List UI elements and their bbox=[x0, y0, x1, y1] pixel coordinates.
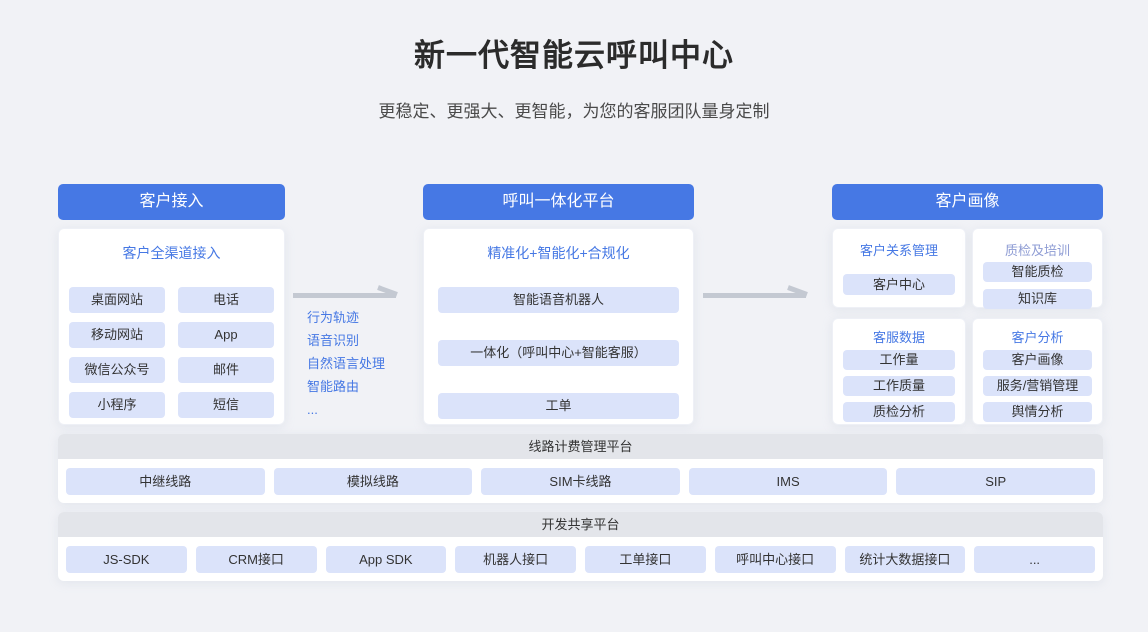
line-types: 中继线路 模拟线路 SIM卡线路 IMS SIP bbox=[58, 459, 1103, 495]
dev-interface-item: 工单接口 bbox=[585, 546, 706, 573]
service-data-item: 质检分析 bbox=[843, 402, 955, 422]
page-title: 新一代智能云呼叫中心 bbox=[414, 38, 734, 73]
dev-interface-item: ... bbox=[974, 546, 1095, 573]
column-header-customer-access: 客户接入 bbox=[58, 184, 285, 220]
qa-training-card: 质检及培训 智能质检 知识库 bbox=[972, 228, 1103, 309]
channel-item: 桌面网站 bbox=[69, 287, 165, 313]
line-billing-platform-bar: 线路计费管理平台 中继线路 模拟线路 SIM卡线路 IMS SIP bbox=[58, 434, 1103, 503]
qa-item: 知识库 bbox=[983, 289, 1092, 309]
service-data-item: 工作量 bbox=[843, 350, 955, 370]
channel-item: 微信公众号 bbox=[69, 357, 165, 383]
channel-item: 电话 bbox=[178, 287, 274, 313]
channel-item: App bbox=[178, 322, 274, 348]
service-data-card-title: 客服数据 bbox=[872, 330, 925, 345]
dev-interface-item: CRM接口 bbox=[195, 546, 317, 573]
right-arrow-icon bbox=[703, 285, 808, 298]
line-type-item: 模拟线路 bbox=[273, 468, 473, 495]
customer-analysis-card-title: 客户分析 bbox=[1011, 330, 1064, 345]
line-type-item: SIM卡线路 bbox=[481, 468, 680, 495]
flow-label: 自然语言处理 bbox=[307, 356, 386, 371]
platform-item: 智能语音机器人 bbox=[438, 287, 679, 313]
flow-label: 行为轨迹 bbox=[307, 310, 360, 325]
call-platform-card: 精准化+智能化+合规化 智能语音机器人 一体化（呼叫中心+智能客服） 工单 bbox=[423, 228, 694, 425]
service-data-card: 客服数据 工作量 工作质量 质检分析 bbox=[832, 318, 966, 425]
dev-interface-item: App SDK bbox=[325, 546, 447, 573]
analysis-item: 舆情分析 bbox=[983, 402, 1092, 422]
column-header-customer-profile: 客户画像 bbox=[832, 184, 1103, 220]
column-header-call-platform: 呼叫一体化平台 bbox=[423, 184, 694, 220]
channel-item: 小程序 bbox=[69, 392, 165, 418]
dev-interfaces: JS-SDK CRM接口 App SDK 机器人接口 工单接口 呼叫中心接口 统… bbox=[58, 537, 1103, 573]
dev-interface-item: 机器人接口 bbox=[455, 546, 576, 573]
line-billing-platform-title: 线路计费管理平台 bbox=[58, 434, 1103, 459]
service-data-item: 工作质量 bbox=[843, 376, 955, 396]
customer-analysis-card: 客户分析 客户画像 服务/营销管理 舆情分析 bbox=[972, 318, 1103, 425]
crm-card: 客户关系管理 客户中心 bbox=[832, 228, 966, 308]
line-type-item: SIP bbox=[896, 468, 1095, 495]
platform-item: 一体化（呼叫中心+智能客服） bbox=[438, 340, 679, 366]
channel-item: 移动网站 bbox=[69, 322, 165, 348]
customer-access-channels: 桌面网站 电话 移动网站 App 微信公众号 邮件 小程序 短信 bbox=[59, 287, 284, 418]
analysis-item: 服务/营销管理 bbox=[983, 376, 1092, 396]
page-subtitle: 更稳定、更强大、更智能，为您的客服团队量身定制 bbox=[378, 102, 770, 121]
line-type-item: 中继线路 bbox=[66, 468, 265, 495]
qa-training-card-title: 质检及培训 bbox=[1004, 243, 1070, 258]
crm-item: 客户中心 bbox=[843, 274, 955, 295]
right-arrow-icon bbox=[293, 285, 398, 298]
dev-sharing-platform-bar: 开发共享平台 JS-SDK CRM接口 App SDK 机器人接口 工单接口 呼… bbox=[58, 512, 1103, 581]
qa-item: 智能质检 bbox=[983, 262, 1092, 282]
flow-access-to-platform: 行为轨迹 语音识别 自然语言处理 智能路由 ... bbox=[292, 285, 410, 421]
customer-access-card: 客户全渠道接入 桌面网站 电话 移动网站 App 微信公众号 邮件 小程序 短信 bbox=[58, 228, 285, 425]
analysis-item: 客户画像 bbox=[983, 350, 1092, 370]
crm-card-title: 客户关系管理 bbox=[859, 243, 938, 258]
channel-item: 邮件 bbox=[178, 357, 274, 383]
dev-interface-item: JS-SDK bbox=[66, 546, 187, 573]
flow-label: 语音识别 bbox=[307, 333, 360, 348]
flow-label: ... bbox=[307, 402, 318, 417]
customer-access-card-title: 客户全渠道接入 bbox=[122, 245, 221, 261]
dev-interface-item: 呼叫中心接口 bbox=[714, 546, 836, 573]
dev-sharing-platform-title: 开发共享平台 bbox=[58, 512, 1103, 537]
flow-platform-to-profile bbox=[702, 285, 820, 306]
channel-item: 短信 bbox=[178, 392, 274, 418]
call-platform-card-title: 精准化+智能化+合规化 bbox=[487, 245, 630, 261]
platform-item: 工单 bbox=[438, 393, 679, 419]
dev-interface-item: 统计大数据接口 bbox=[844, 546, 966, 573]
line-type-item: IMS bbox=[688, 468, 888, 495]
flow-label: 智能路由 bbox=[307, 379, 360, 394]
